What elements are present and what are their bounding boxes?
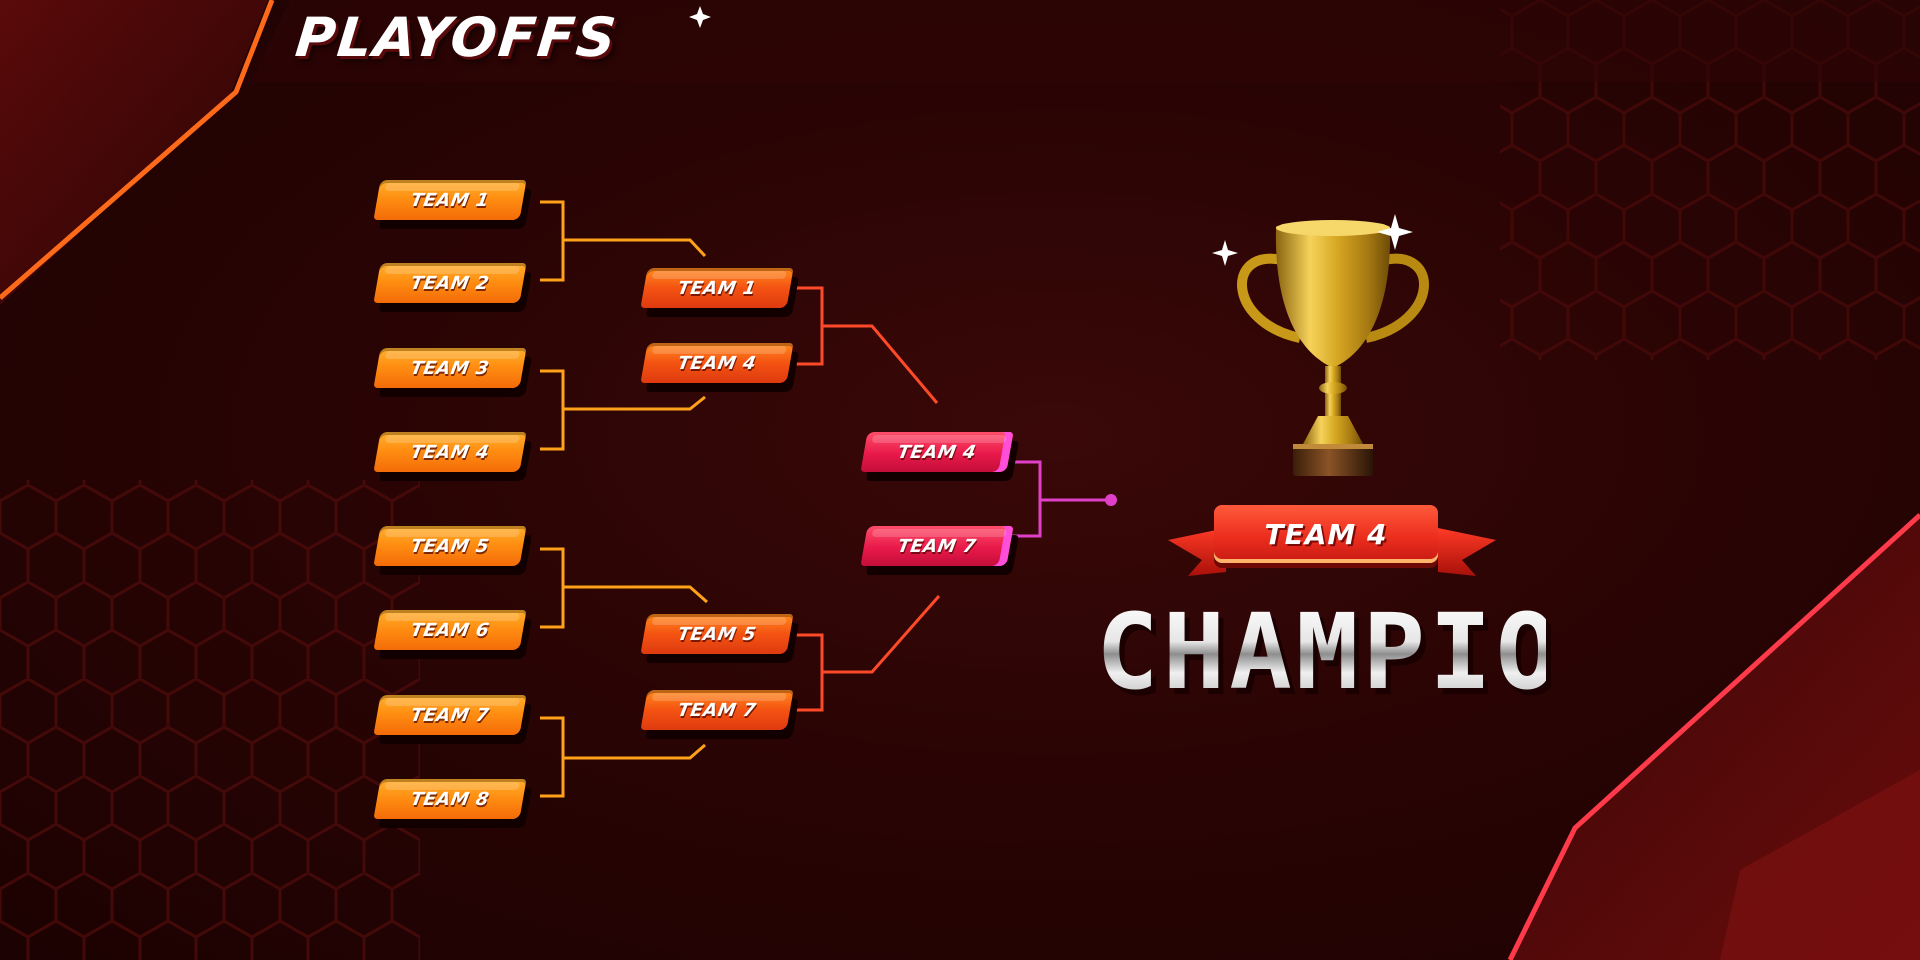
- connectors-round-3: [1010, 462, 1117, 536]
- ribbon-tail-right: [1438, 528, 1496, 576]
- round-1-team-2[interactable]: TEAM 2: [373, 263, 526, 303]
- round-1-team-7[interactable]: TEAM 7: [373, 695, 526, 735]
- round-1-team-6[interactable]: TEAM 6: [373, 610, 526, 650]
- round-1-team-4[interactable]: TEAM 4: [373, 432, 526, 472]
- champion-team-ribbon: TEAM 4: [1214, 505, 1438, 563]
- round-3-team-2[interactable]: TEAM 7: [860, 526, 1013, 566]
- round-1-team-3[interactable]: TEAM 3: [373, 348, 526, 388]
- round-1-team-1[interactable]: TEAM 1: [373, 180, 526, 220]
- round-2-team-2[interactable]: TEAM 4: [640, 343, 793, 383]
- round-2-team-3[interactable]: TEAM 5: [640, 614, 793, 654]
- page-title: PLAYOFFS: [293, 6, 621, 69]
- corner-accent-top-left: [0, 0, 268, 305]
- connectors-round-2: [790, 288, 939, 710]
- round-3-team-1[interactable]: TEAM 4: [860, 432, 1013, 472]
- round-2-team-4[interactable]: TEAM 7: [640, 690, 793, 730]
- trophy-icon: [1242, 220, 1424, 476]
- round-1-team-5[interactable]: TEAM 5: [373, 526, 526, 566]
- champion-label: CHAMPION: [1096, 600, 1546, 704]
- hex-pattern-left: [0, 480, 420, 960]
- round-1-team-8[interactable]: TEAM 8: [373, 779, 526, 819]
- round-2-team-1[interactable]: TEAM 1: [640, 268, 793, 308]
